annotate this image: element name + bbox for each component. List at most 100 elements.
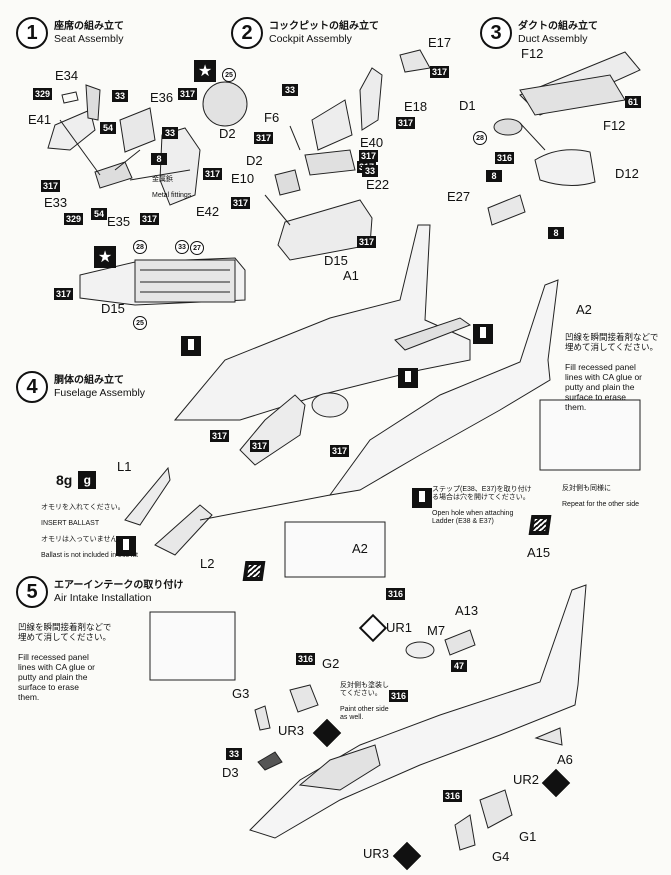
step-title-en: Air Intake Installation — [54, 592, 152, 604]
color-callout: 317 — [231, 197, 251, 209]
decal-number: 33 — [175, 240, 189, 254]
color-callout: 316 — [495, 152, 515, 164]
color-callout: 317 — [140, 213, 160, 225]
note-jp: 凹線を瞬間接着剤などで 埋めて消してください。 — [565, 332, 659, 352]
paint-other-side-note: 反対側も塗装し てください。 Paint other side as well. — [340, 674, 389, 730]
step-title-jp: コックピットの組み立て — [269, 21, 379, 32]
step-number: 4 — [16, 371, 48, 403]
part-label: D3 — [222, 765, 239, 780]
part-label: E10 — [231, 171, 255, 186]
part-label: E33 — [44, 195, 68, 210]
color-callout: 54 — [100, 122, 116, 134]
part-label: A15 — [527, 545, 551, 560]
note-jp: 凹線を瞬間接着剤などで 埋めて消してください。 — [18, 622, 112, 642]
color-callout: 317 — [359, 150, 379, 162]
note-en: Fill recessed panel lines with CA glue o… — [565, 362, 643, 412]
note-jp: 金属鋲 — [152, 176, 173, 183]
note-en: Fill recessed panel lines with CA glue o… — [18, 652, 96, 702]
color-callout: 317 — [430, 66, 450, 78]
note-jp: 反対側も塗装し てください。 — [340, 682, 389, 697]
part-label: UR3 — [363, 846, 390, 861]
step-title-en: Fuselage Assembly — [54, 387, 146, 399]
note-jp: オモリを入れてください。 — [41, 504, 125, 511]
part-label: E22 — [366, 177, 390, 192]
part-label: A6 — [557, 752, 573, 767]
part-label: G3 — [232, 686, 250, 701]
color-callout: 316 — [443, 790, 463, 802]
part-label: F12 — [603, 118, 626, 133]
step-title-en: Seat Assembly — [54, 33, 124, 45]
color-callout: 329 — [64, 213, 84, 225]
step-title-en: Cockpit Assembly — [269, 33, 352, 45]
part-label: D2 — [219, 126, 236, 141]
step-5-header: 5 エアーインテークの取り付け Air Intake Installation — [16, 576, 183, 608]
aircraft-full-drawing — [149, 584, 587, 851]
part-label: M7 — [427, 623, 446, 638]
step-3-header: 3 ダクトの組み立て Duct Assembly — [480, 17, 598, 49]
part-label: E41 — [28, 112, 52, 127]
part-label: E27 — [447, 189, 471, 204]
part-label: D12 — [615, 166, 639, 181]
step-2-header: 2 コックピットの組み立て Cockpit Assembly — [231, 17, 379, 49]
paint-brush-icon — [242, 561, 266, 581]
glue-cement-icon — [412, 488, 432, 508]
color-callout: 8 — [486, 170, 502, 182]
weight-icon: g — [78, 471, 97, 489]
step-title-jp: エアーインテークの取り付け — [54, 580, 184, 591]
part-label: E18 — [404, 99, 428, 114]
part-label: G1 — [519, 829, 537, 844]
color-callout: 33 — [112, 90, 128, 102]
part-label: A13 — [455, 603, 479, 618]
part-label: D2 — [246, 153, 263, 168]
step-number: 3 — [480, 17, 512, 49]
note-en: Ballast is not included in this kit — [41, 552, 138, 559]
step-title-jp: 胴体の組み立て — [54, 375, 124, 386]
color-callout: 317 — [330, 445, 350, 457]
ballast-weight: 8g — [56, 472, 73, 488]
decal-star-icon: ★ — [194, 60, 216, 82]
color-callout: 316 — [386, 588, 406, 600]
decal-number: 27 — [190, 241, 204, 255]
fuselage-right-drawing — [124, 279, 641, 578]
ballast-callout: 8g g — [56, 471, 97, 489]
cockpit-tub-drawing — [79, 257, 246, 306]
part-label: F6 — [264, 110, 280, 125]
part-label: UR2 — [513, 772, 540, 787]
color-callout: 47 — [451, 660, 467, 672]
note-en: INSERT BALLAST — [41, 520, 100, 527]
glue-cement-icon — [116, 536, 136, 556]
part-label: D1 — [459, 98, 476, 113]
part-label: E34 — [55, 68, 79, 83]
part-label: E36 — [150, 90, 174, 105]
part-label: D15 — [324, 253, 348, 268]
color-callout: 317 — [254, 132, 274, 144]
decal-number: 28 — [133, 240, 147, 254]
color-callout: 33 — [362, 165, 378, 177]
part-label: G2 — [322, 656, 340, 671]
part-label: A2 — [352, 541, 368, 556]
part-label: L2 — [200, 556, 215, 571]
color-callout: 329 — [33, 88, 53, 100]
color-callout: 317 — [178, 88, 198, 100]
color-callout: 8 — [548, 227, 564, 239]
step-4-header: 4 胴体の組み立て Fuselage Assembly — [16, 371, 145, 403]
decal-number: 25 — [222, 68, 236, 82]
duct-parts-drawing — [487, 51, 641, 226]
part-label: D15 — [101, 301, 125, 316]
part-label: E17 — [428, 35, 452, 50]
glue-cement-icon — [473, 324, 493, 344]
color-callout: 317 — [203, 168, 223, 180]
color-callout: 317 — [357, 236, 377, 248]
note-en: Open hole when attaching Ladder (E38 & E… — [432, 510, 514, 525]
color-callout: 61 — [625, 96, 641, 108]
decal-number: 28 — [473, 131, 487, 145]
color-callout: 316 — [389, 690, 409, 702]
color-callout: 33 — [162, 127, 178, 139]
color-callout: 317 — [250, 440, 270, 452]
step-number: 1 — [16, 17, 48, 49]
part-label: E42 — [196, 204, 220, 219]
note-jp: 反対側も同様に — [562, 485, 611, 492]
note-en: Paint other side as well. — [340, 706, 389, 721]
part-label: A1 — [343, 268, 359, 283]
